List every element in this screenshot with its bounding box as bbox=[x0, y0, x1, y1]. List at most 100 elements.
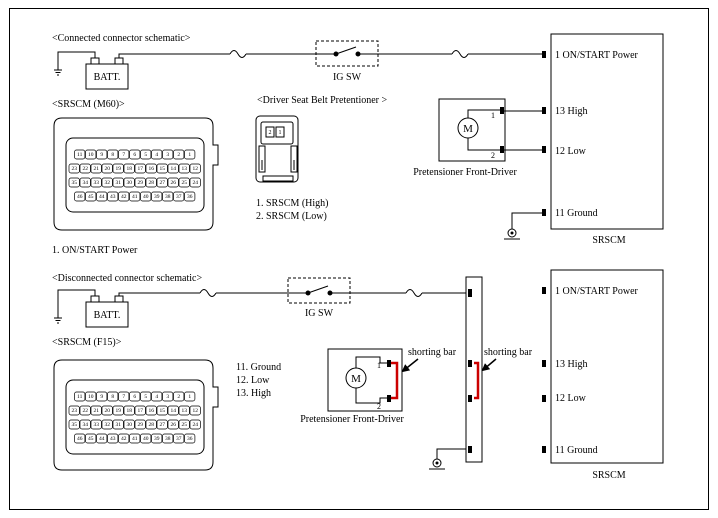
connector-pin-number: 7 bbox=[122, 394, 125, 400]
connector-pin-number: 26 bbox=[170, 180, 176, 186]
diagram-frame bbox=[9, 8, 709, 510]
connector-pin: 27 bbox=[156, 419, 168, 430]
connector-pin-number: 44 bbox=[99, 194, 105, 200]
connector-pin: 42 bbox=[118, 433, 130, 444]
connector-pin: 25 bbox=[178, 419, 190, 430]
connector-pin: 24 bbox=[189, 419, 201, 430]
connector-pin-number: 2 bbox=[177, 394, 180, 400]
connector-pin-number: 30 bbox=[126, 422, 132, 428]
connector-pin-number: 12 bbox=[192, 166, 198, 172]
connector-pin-number: 22 bbox=[82, 408, 88, 414]
connector-pin-number: 45 bbox=[88, 194, 94, 200]
connector-pin-number: 22 bbox=[82, 166, 88, 172]
pretensioner-block: M 1 2 bbox=[327, 348, 403, 412]
connector-pin-number: 34 bbox=[82, 180, 88, 186]
connector-pin-number: 7 bbox=[122, 152, 125, 158]
connector-pin-number: 23 bbox=[71, 408, 77, 414]
connector-pin-number: 41 bbox=[132, 194, 138, 200]
connector-pin-number: 10 bbox=[88, 394, 94, 400]
connector-pin: 18 bbox=[123, 163, 135, 174]
connector-pin: 21 bbox=[90, 405, 102, 416]
connector-pin-number: 34 bbox=[82, 422, 88, 428]
connector-pin-number: 17 bbox=[137, 166, 143, 172]
connector-pin-number: 29 bbox=[137, 180, 143, 186]
connector-pin: 42 bbox=[118, 191, 130, 202]
srscm-box bbox=[504, 33, 664, 240]
connector-pin: 7 bbox=[118, 149, 130, 160]
connector-pin: 39 bbox=[151, 191, 163, 202]
connector-pin-number: 45 bbox=[88, 436, 94, 442]
pretensioner-connector-title: <Driver Seat Belt Pretentioner > bbox=[257, 95, 387, 106]
connector-pin-number: 42 bbox=[121, 436, 127, 442]
connector-pin-number: 23 bbox=[71, 166, 77, 172]
connector-pin-number: 24 bbox=[192, 422, 198, 428]
connector-pin: 13 bbox=[178, 405, 190, 416]
connector-pin: 38 bbox=[162, 433, 174, 444]
connector-pin-number: 35 bbox=[71, 422, 77, 428]
connector-pin: 46 bbox=[74, 433, 86, 444]
chassis-ground-icon bbox=[54, 317, 62, 324]
connector-pin: 16 bbox=[145, 405, 157, 416]
connector-pin: 12 bbox=[189, 163, 201, 174]
connector-pin: 14 bbox=[167, 405, 179, 416]
connector-pin-number: 25 bbox=[181, 422, 187, 428]
connector-pin: 30 bbox=[123, 177, 135, 188]
connector-pin-number: 31 bbox=[115, 422, 121, 428]
pretensioner-connector bbox=[255, 115, 299, 183]
connector-pin-number: 24 bbox=[192, 180, 198, 186]
srscm-pin-legend-13: 13. High bbox=[236, 388, 271, 399]
shorting-bar bbox=[474, 361, 480, 400]
connector-pin-number: 16 bbox=[148, 408, 154, 414]
connector-pin: 31 bbox=[112, 419, 124, 430]
srscm-label: SRSCM bbox=[592, 470, 625, 481]
ground-icon bbox=[429, 458, 445, 470]
connector-pin: 25 bbox=[178, 177, 190, 188]
connector-pin-number: 39 bbox=[154, 194, 160, 200]
connector-pin: 8 bbox=[107, 149, 119, 160]
connector-pin: 43 bbox=[107, 191, 119, 202]
connector-pin-number: 15 bbox=[159, 408, 165, 414]
harness-connector bbox=[429, 276, 483, 470]
srscm-terminal-ground: 11 Ground bbox=[555, 208, 598, 219]
connector-pin-number: 9 bbox=[100, 394, 103, 400]
connector-pin-number: 16 bbox=[148, 166, 154, 172]
connector-pin: 27 bbox=[156, 177, 168, 188]
connector-pin: 17 bbox=[134, 405, 146, 416]
connector-pin-number: 21 bbox=[93, 166, 99, 172]
connector-pin-number: 38 bbox=[165, 436, 171, 442]
connector-pin: 9 bbox=[96, 391, 108, 402]
connector-pin-number: 28 bbox=[148, 422, 154, 428]
connector-pin: 26 bbox=[167, 419, 179, 430]
connector-pin: 13 bbox=[178, 163, 190, 174]
connector-pin: 37 bbox=[173, 191, 185, 202]
connector-pin: 1 bbox=[184, 391, 196, 402]
connector-pin-number: 32 bbox=[104, 180, 110, 186]
pretensioner-name: Pretensioner Front-Driver bbox=[300, 414, 404, 425]
connector-pin: 44 bbox=[96, 433, 108, 444]
connector-pin: 35 bbox=[68, 177, 80, 188]
connector-pin-number: 2 bbox=[177, 152, 180, 158]
connector-pin-number: 42 bbox=[121, 194, 127, 200]
connector-pin: 10 bbox=[85, 149, 97, 160]
connector-pin-number: 40 bbox=[143, 436, 149, 442]
connector-pin-number: 41 bbox=[132, 436, 138, 442]
connector-pin-number: 4 bbox=[155, 394, 158, 400]
pretensioner-name: Pretensioner Front-Driver bbox=[413, 167, 517, 178]
arrow-icon bbox=[481, 358, 497, 372]
connector-pin-number: 43 bbox=[110, 436, 116, 442]
connector-pin: 28 bbox=[145, 419, 157, 430]
connector-pin-number: 19 bbox=[115, 408, 121, 414]
motor-pin-1: 1 bbox=[491, 111, 495, 120]
ig-switch-box bbox=[287, 277, 351, 304]
connector-pin-number: 33 bbox=[93, 180, 99, 186]
connector-pin: 15 bbox=[156, 163, 168, 174]
connector-pin: 19 bbox=[112, 405, 124, 416]
connector-pin: 3 bbox=[162, 149, 174, 160]
connector-pin-number: 18 bbox=[126, 166, 132, 172]
srscm-terminal-power: 1 ON/START Power bbox=[555, 286, 639, 297]
switch-icon bbox=[305, 285, 333, 296]
connector-pin: 26 bbox=[167, 177, 179, 188]
connector-pin-number: 39 bbox=[154, 436, 160, 442]
